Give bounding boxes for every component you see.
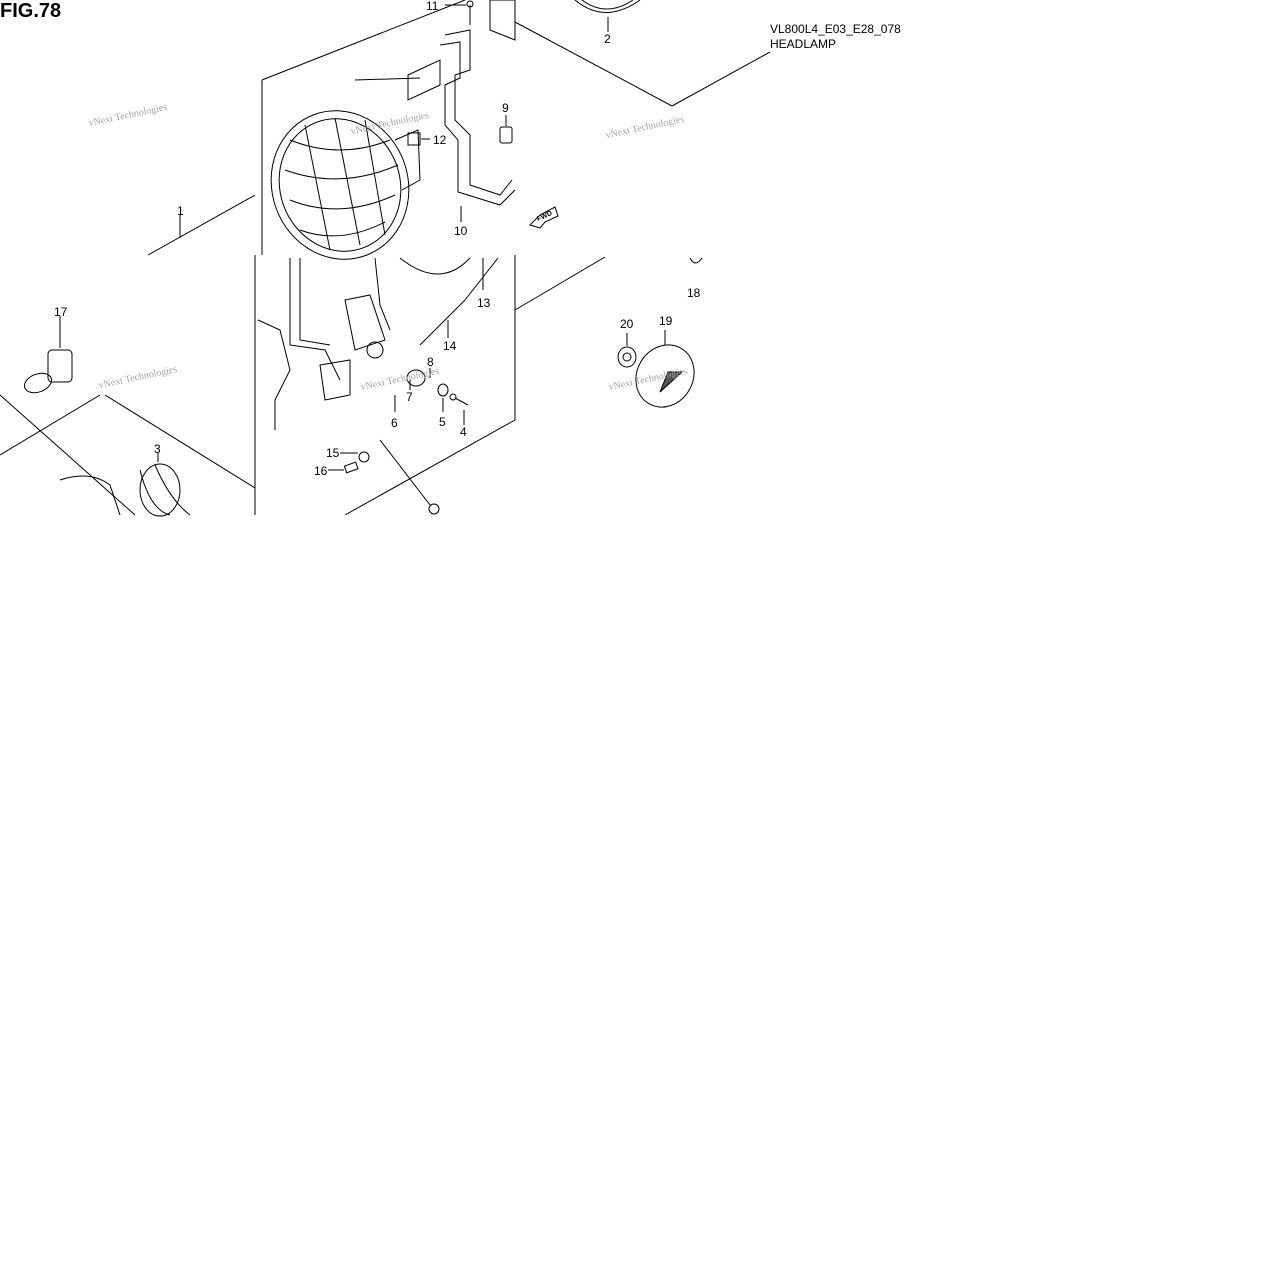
- callout-17: 17: [54, 305, 68, 319]
- figure-code: VL800L4_E03_E28_078: [770, 22, 901, 36]
- clip-part-9: [499, 115, 513, 144]
- socket-cover-part-3: [59, 453, 191, 517]
- bulb-part-17: [23, 316, 73, 394]
- figure-caption: VL800L4_E03_E28_078 HEADLAMP: [770, 22, 901, 52]
- screw-part-4: [449, 393, 469, 425]
- callout-6: 6: [391, 416, 398, 430]
- callout-12: 12: [433, 133, 447, 147]
- callout-3: 3: [154, 442, 161, 456]
- screw-part-11: [445, 0, 474, 25]
- callout-7: 7: [406, 390, 413, 404]
- callout-19: 19: [659, 314, 673, 328]
- headlamp-rim-part-2: [574, 0, 641, 32]
- callout-15: 15: [326, 446, 340, 460]
- callout-16: 16: [314, 464, 328, 478]
- callout-5: 5: [439, 415, 446, 429]
- headlamp-bracket-part-10: [354, 0, 516, 222]
- nut-part-15: [340, 451, 370, 463]
- washer-part-5: [437, 383, 449, 412]
- callout-14: 14: [443, 339, 457, 353]
- callout-4: 4: [460, 425, 467, 439]
- figure-name: HEADLAMP: [770, 37, 837, 51]
- callout-11: 11: [426, 0, 439, 13]
- callout-10: 10: [454, 224, 468, 238]
- callout-1: 1: [177, 204, 184, 218]
- bushing-part-8: [406, 368, 431, 387]
- spring-part-13: [464, 257, 499, 301]
- callout-2: 2: [604, 32, 611, 46]
- pin-part-16: [328, 461, 359, 474]
- callout-8: 8: [427, 355, 434, 369]
- spring-part-14: [419, 299, 466, 346]
- callout-9: 9: [502, 101, 509, 115]
- bolt-lower: [379, 439, 440, 515]
- callout-18: 18: [687, 286, 701, 300]
- callout-13: 13: [477, 296, 491, 310]
- forward-direction-arrow: [529, 206, 559, 229]
- headlamp-housing-part-6: [257, 257, 471, 430]
- screw-part-18: [689, 257, 703, 264]
- reflector-part-19: [635, 330, 695, 408]
- nut-part-12: [407, 132, 430, 146]
- figure-label: FIG.78: [0, 0, 62, 22]
- callout-20: 20: [620, 317, 634, 331]
- group-frame-lines: [0, 0, 771, 516]
- headlamp-unit-part-1: [179, 110, 421, 260]
- nut-part-20: [617, 333, 637, 368]
